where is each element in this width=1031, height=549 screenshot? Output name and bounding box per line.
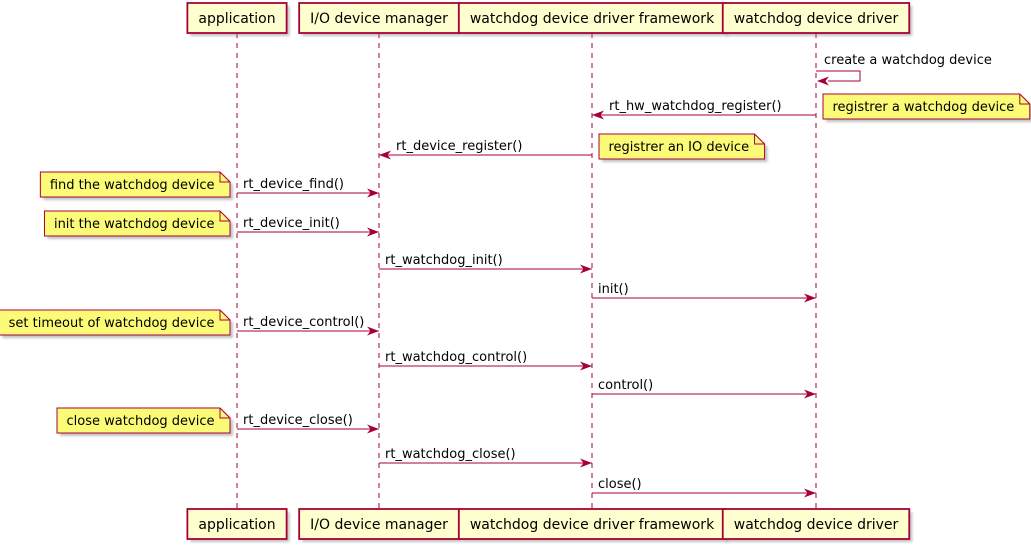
message-arrowhead-11: [580, 458, 592, 468]
message-arrowhead-4: [367, 227, 379, 237]
note-4: [43, 210, 231, 237]
message-label-3: rt_device_find(): [243, 177, 344, 192]
note-fold-icon-4: [219, 211, 230, 222]
participant-top-box-app: [186, 2, 288, 34]
note-fold-icon-1: [1019, 94, 1030, 105]
message-label-8: rt_watchdog_control(): [385, 350, 527, 365]
note-fold-icon-7: [219, 310, 230, 321]
message-arrowhead-1: [592, 110, 604, 120]
message-arrowhead-2: [379, 150, 391, 160]
message-arrowhead-0: [817, 76, 829, 86]
participant-bottom-box-app: [186, 508, 288, 540]
note-text-7: set timeout of watchdog device: [9, 316, 215, 331]
note-3: [39, 171, 231, 198]
participant-top-label-wddf: watchdog device driver framework: [470, 11, 715, 27]
note-fold-icon-10: [219, 408, 230, 419]
participant-bottom-label-app: application: [198, 517, 275, 533]
message-arrowhead-8: [580, 361, 592, 371]
note-fold-icon-2: [754, 134, 765, 145]
message-arrowhead-5: [580, 264, 592, 274]
note-2: [598, 133, 766, 160]
participant-top-label-iodm: I/O device manager: [310, 11, 448, 27]
note-text-2: registrer an IO device: [609, 140, 750, 155]
message-arrowhead-6: [804, 293, 816, 303]
note-text-3: find the watchdog device: [50, 178, 215, 193]
participant-top-label-wdd: watchdog device driver: [734, 11, 899, 27]
participant-bottom-box-wdd: [721, 508, 911, 540]
message-label-2: rt_device_register(): [396, 139, 522, 154]
note-text-4: init the watchdog device: [54, 217, 215, 232]
participant-bottom-label-wdd: watchdog device driver: [734, 517, 899, 533]
note-text-1: registrer a watchdog device: [833, 100, 1015, 115]
message-label-1: rt_hw_watchdog_register(): [609, 99, 782, 114]
note-fold-icon-3: [219, 172, 230, 183]
message-label-12: close(): [598, 477, 642, 492]
message-arrowhead-7: [367, 326, 379, 336]
message-label-4: rt_device_init(): [243, 216, 340, 231]
note-1: [822, 93, 1031, 120]
message-label-6: init(): [598, 282, 629, 297]
message-label-11: rt_watchdog_close(): [385, 447, 516, 462]
message-arrowhead-12: [804, 488, 816, 498]
participant-top-box-wddf: [457, 2, 727, 34]
note-text-10: close watchdog device: [67, 414, 215, 429]
message-label-5: rt_watchdog_init(): [385, 253, 503, 268]
participant-top-box-wdd: [721, 2, 911, 34]
message-arrowhead-9: [804, 389, 816, 399]
message-label-0: create a watchdog device: [824, 53, 992, 68]
participant-bottom-label-wddf: watchdog device driver framework: [470, 517, 715, 533]
message-self-line-0: [816, 70, 861, 82]
participant-bottom-label-iodm: I/O device manager: [310, 517, 448, 533]
message-label-9: control(): [598, 378, 653, 393]
note-10: [56, 407, 231, 434]
message-arrowhead-10: [367, 424, 379, 434]
participant-bottom-box-wddf: [457, 508, 727, 540]
message-label-7: rt_device_control(): [243, 315, 364, 330]
participant-bottom-box-iodm: [298, 508, 460, 540]
message-arrowhead-3: [367, 188, 379, 198]
note-7: [0, 309, 231, 336]
message-label-10: rt_device_close(): [243, 413, 353, 428]
participant-top-label-app: application: [198, 11, 275, 27]
